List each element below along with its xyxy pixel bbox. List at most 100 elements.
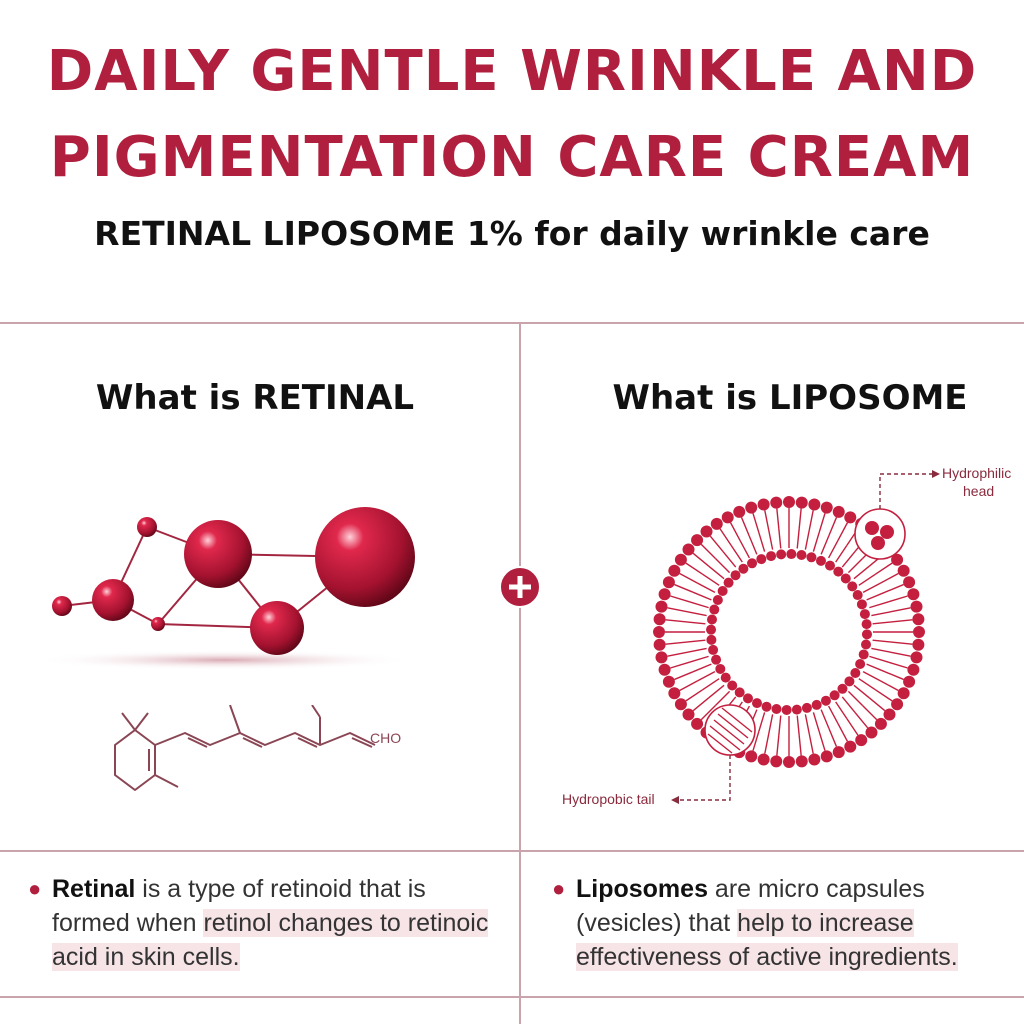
lipid-head-outer bbox=[903, 576, 916, 589]
lipid-tail-outer bbox=[667, 607, 688, 613]
lipid-head-outer bbox=[912, 613, 925, 626]
lipid-tail-outer bbox=[837, 522, 849, 541]
lipid-head-outer bbox=[844, 740, 857, 753]
lipid-tail-inner bbox=[835, 701, 848, 719]
bullet-icon: ● bbox=[28, 876, 42, 901]
lipid-tail-inner bbox=[696, 670, 716, 682]
lipid-head-outer bbox=[883, 708, 896, 721]
page-title-line-2: PIGMENTATION CARE CREAM bbox=[49, 125, 975, 190]
lipid-head-inner bbox=[761, 701, 772, 712]
lipid-tail-inner bbox=[758, 712, 766, 732]
lipid-head-inner bbox=[852, 590, 863, 601]
retinal-heading: What is RETINAL bbox=[95, 378, 415, 418]
lipid-tail-inner bbox=[696, 582, 716, 594]
lipid-head-inner bbox=[730, 570, 741, 581]
lipid-tail-inner bbox=[820, 535, 830, 555]
lipid-tail-inner bbox=[858, 573, 876, 586]
lipid-head-outer bbox=[658, 588, 671, 601]
lipid-tail-outer bbox=[798, 735, 802, 756]
lipid-tail-outer bbox=[892, 619, 913, 623]
lipid-tail-inner bbox=[758, 532, 766, 552]
lipid-tail-outer bbox=[880, 572, 899, 584]
lipid-tail-inner bbox=[778, 528, 782, 549]
lipid-tail-inner bbox=[685, 639, 706, 643]
lipid-tail-inner bbox=[862, 582, 882, 594]
lipid-tail-inner bbox=[689, 655, 709, 663]
bullet-icon: ● bbox=[552, 876, 566, 901]
lipid-head-inner bbox=[711, 654, 722, 665]
hydrophilic-head-label-line1: Hydrophilic bbox=[942, 465, 1011, 481]
lipid-head-outer bbox=[795, 755, 808, 768]
lipid-head-outer bbox=[770, 755, 783, 768]
lipid-tail-inner bbox=[853, 565, 870, 580]
lipid-tail-inner bbox=[847, 690, 864, 707]
lipid-head-inner bbox=[796, 550, 807, 561]
lipid-tail-outer bbox=[692, 552, 710, 567]
lipid-tail-outer bbox=[828, 727, 838, 747]
liposome-term: Liposomes bbox=[576, 875, 708, 903]
hydrophobic-tail-label: Hydropobic tail bbox=[562, 791, 655, 807]
lipid-head-outer bbox=[820, 750, 833, 763]
lipid-head-outer bbox=[783, 756, 795, 768]
lipid-tail-inner bbox=[714, 690, 731, 707]
lipid-head-inner bbox=[801, 702, 812, 713]
lipid-head-outer bbox=[910, 651, 923, 664]
lipid-tail-outer bbox=[890, 607, 911, 613]
lipid-tail-inner bbox=[714, 557, 731, 574]
lipid-head-outer bbox=[653, 626, 665, 638]
lipid-head-outer bbox=[691, 534, 704, 547]
lipid-head-inner bbox=[742, 693, 753, 704]
lipid-head-outer bbox=[655, 651, 668, 664]
liposome-text: are micro capsules (vesicles) that bbox=[576, 875, 925, 937]
lipid-tail-outer bbox=[884, 583, 904, 593]
lipid-head-outer bbox=[832, 505, 845, 518]
lipid-head-outer bbox=[733, 505, 746, 518]
lipid-head-inner bbox=[820, 695, 831, 706]
lipid-head-outer bbox=[891, 553, 904, 566]
lipid-tail-outer bbox=[740, 517, 750, 537]
lipid-tail-outer bbox=[692, 697, 710, 712]
lipid-head-inner bbox=[723, 577, 734, 588]
lipid-head-inner bbox=[833, 566, 844, 577]
page-subtitle: RETINAL LIPOSOME 1% for daily wrinkle ca… bbox=[94, 214, 930, 253]
lipid-tail-outer bbox=[764, 733, 770, 754]
lipid-tail-inner bbox=[796, 528, 800, 549]
lipid-tail-inner bbox=[768, 714, 774, 735]
lipid-tail-outer bbox=[776, 735, 780, 756]
lipid-head-outer bbox=[820, 501, 833, 514]
lipid-tail-inner bbox=[685, 621, 706, 625]
lipid-tail-outer bbox=[846, 718, 859, 736]
lipid-tail-inner bbox=[708, 684, 725, 699]
lipid-tail-outer bbox=[875, 562, 893, 575]
lipid-tail-inner bbox=[692, 591, 712, 601]
lipid-head-outer bbox=[710, 517, 723, 530]
divider-bottom bbox=[0, 996, 1024, 998]
lipid-head-inner bbox=[720, 672, 731, 683]
lipid-head-outer bbox=[682, 543, 695, 556]
lipid-tail-inner bbox=[708, 565, 725, 580]
lipid-head-outer bbox=[721, 511, 734, 524]
lipid-head-outer bbox=[897, 687, 910, 700]
lipid-head-outer bbox=[903, 675, 916, 688]
lipid-tail-inner bbox=[812, 712, 820, 732]
lipid-tail-inner bbox=[872, 621, 893, 625]
lipid-head-inner bbox=[858, 649, 869, 660]
lipid-tail-inner bbox=[686, 611, 707, 617]
lipid-head-inner bbox=[752, 698, 763, 709]
lipid-tail-outer bbox=[670, 595, 690, 603]
lipid-tail-outer bbox=[674, 583, 694, 593]
lipid-tail-inner bbox=[804, 529, 810, 550]
lipid-head-inner bbox=[734, 687, 745, 698]
lipid-tail-outer bbox=[700, 543, 716, 559]
divider-middle bbox=[0, 850, 1024, 852]
lipid-tail-inner bbox=[872, 639, 893, 643]
lipid-tail-inner bbox=[827, 539, 839, 559]
lipid-tail-inner bbox=[768, 529, 774, 550]
lipid-head-inner bbox=[825, 560, 836, 571]
lipid-tail-outer bbox=[808, 510, 814, 531]
lipid-tail-inner bbox=[835, 545, 848, 563]
lipid-head-inner bbox=[776, 549, 787, 560]
lipid-head-outer bbox=[912, 638, 925, 651]
lipid-tail-inner bbox=[702, 573, 720, 586]
lipid-tail-outer bbox=[685, 689, 703, 702]
